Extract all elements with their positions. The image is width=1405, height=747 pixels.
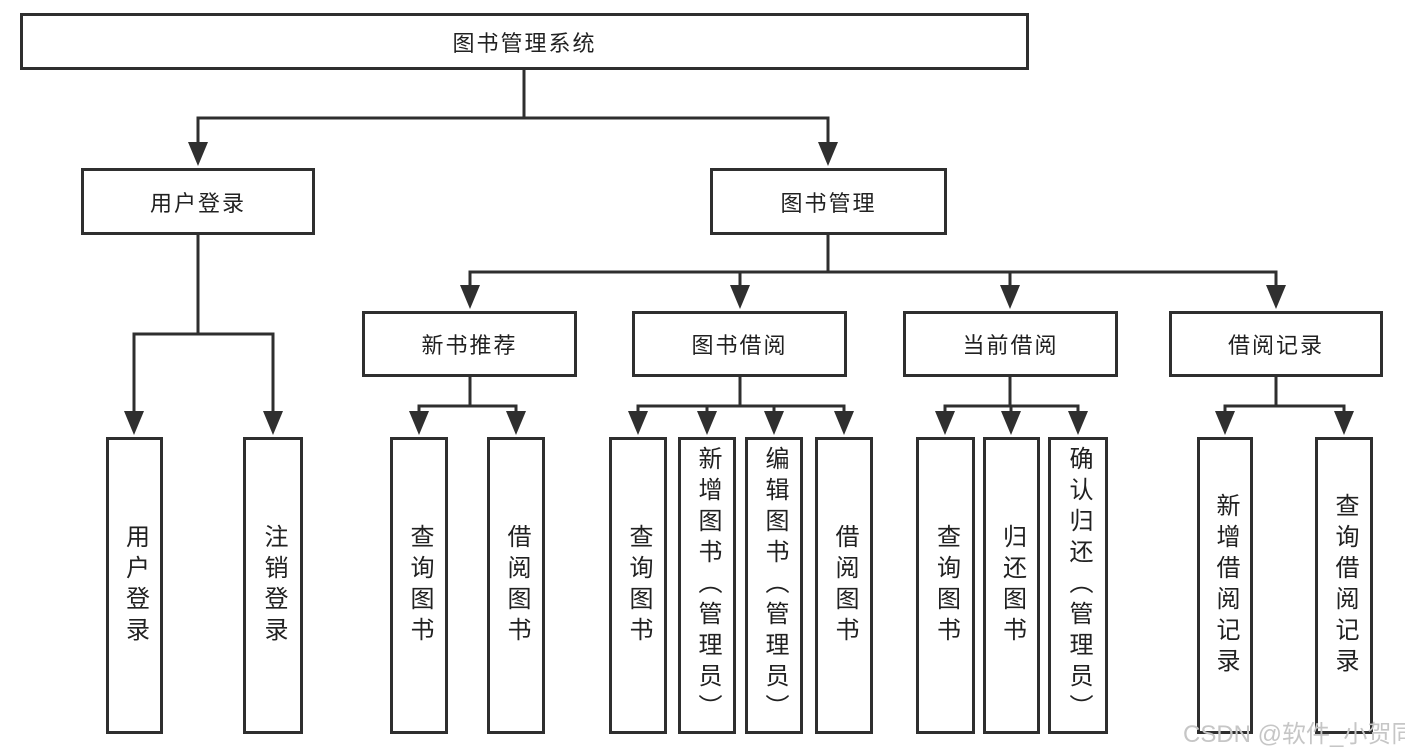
node-current-borrow: 当前借阅 bbox=[903, 311, 1118, 377]
leaf-borrow-books-label: 借阅图书 bbox=[831, 523, 858, 648]
leaf-query-borrow-record-label: 查询借阅记录 bbox=[1331, 492, 1358, 679]
node-borrow-records-label: 借阅记录 bbox=[1227, 333, 1324, 358]
leaf-edit-book-admin-label: 编辑图书（管理员） bbox=[761, 446, 788, 725]
leaf-add-book-admin-label: 新增图书（管理员） bbox=[694, 446, 721, 725]
node-book-borrow-label: 图书借阅 bbox=[691, 333, 788, 358]
leaf-query-books-current-label: 查询图书 bbox=[932, 523, 960, 648]
node-user-login-label: 用户登录 bbox=[149, 190, 246, 216]
leaf-confirm-return-admin-label: 确认归还（管理员） bbox=[1065, 446, 1092, 725]
node-borrow-records: 借阅记录 bbox=[1169, 311, 1383, 377]
leaf-query-books-recommend: 查询图书 bbox=[390, 437, 448, 734]
leaf-add-borrow-record-label: 新增借阅记录 bbox=[1212, 492, 1239, 679]
leaf-query-books-borrow: 查询图书 bbox=[609, 437, 667, 734]
leaf-return-book-label: 归还图书 bbox=[998, 523, 1026, 648]
leaf-user-login-label: 用户登录 bbox=[121, 523, 149, 648]
leaf-add-borrow-record: 新增借阅记录 bbox=[1197, 437, 1253, 734]
leaf-return-book: 归还图书 bbox=[983, 437, 1040, 734]
node-new-book-recommend-label: 新书推荐 bbox=[421, 333, 518, 358]
leaf-user-login: 用户登录 bbox=[106, 437, 163, 734]
leaf-logout-label: 注销登录 bbox=[260, 523, 287, 648]
leaf-confirm-return-admin: 确认归还（管理员） bbox=[1048, 437, 1108, 734]
leaf-query-books-recommend-label: 查询图书 bbox=[406, 523, 433, 648]
leaf-query-borrow-record: 查询借阅记录 bbox=[1315, 437, 1373, 734]
leaf-add-book-admin: 新增图书（管理员） bbox=[678, 437, 736, 734]
leaf-edit-book-admin: 编辑图书（管理员） bbox=[745, 437, 803, 734]
node-book-management-label: 图书管理 bbox=[780, 190, 877, 216]
node-new-book-recommend: 新书推荐 bbox=[362, 311, 577, 377]
leaf-query-books-current: 查询图书 bbox=[916, 437, 975, 734]
node-user-login: 用户登录 bbox=[81, 168, 315, 235]
node-root-label: 图书管理系统 bbox=[452, 30, 597, 56]
leaf-query-books-borrow-label: 查询图书 bbox=[625, 523, 652, 648]
node-book-borrow: 图书借阅 bbox=[632, 311, 847, 377]
csdn-watermark: CSDN @软件_小贺同学 bbox=[1183, 721, 1405, 747]
node-root: 图书管理系统 bbox=[20, 13, 1029, 70]
leaf-borrow-books-recommend-label: 借阅图书 bbox=[503, 523, 530, 648]
leaf-logout: 注销登录 bbox=[243, 437, 303, 734]
node-current-borrow-label: 当前借阅 bbox=[962, 333, 1059, 358]
node-book-management: 图书管理 bbox=[710, 168, 947, 235]
leaf-borrow-books: 借阅图书 bbox=[815, 437, 873, 734]
leaf-borrow-books-recommend: 借阅图书 bbox=[487, 437, 545, 734]
